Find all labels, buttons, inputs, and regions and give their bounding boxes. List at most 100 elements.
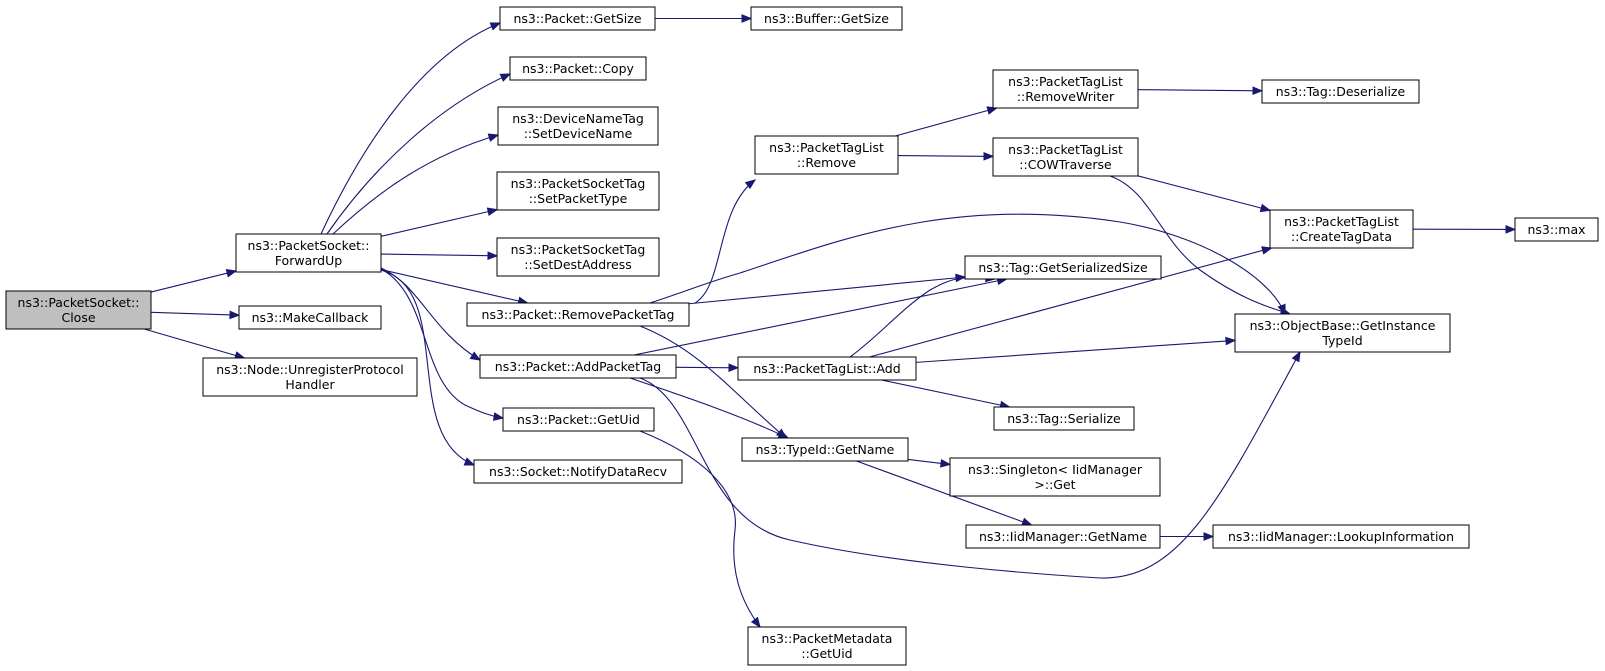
- node-setdestaddress[interactable]: ns3::PacketSocketTag::SetDestAddress: [496, 237, 660, 277]
- node-box: [202, 357, 418, 397]
- edge-forwardup-to-notifydatarecv: [380, 269, 476, 466]
- node-iidgetname[interactable]: ns3::IidManager::GetName: [965, 524, 1161, 549]
- edge-cowtraverse-to-createtagdata: [1137, 175, 1272, 213]
- node-serialize[interactable]: ns3::Tag::Serialize: [993, 406, 1135, 431]
- node-label-line: ns3::PacketTagList: [1008, 142, 1123, 157]
- edge-line: [150, 311, 240, 316]
- node-buffergetsize[interactable]: ns3::Buffer::GetSize: [750, 6, 903, 31]
- edge-forwardup-to-setdestaddress: [380, 251, 499, 260]
- node-setdevicename[interactable]: ns3::DeviceNameTag::SetDeviceName: [497, 106, 659, 146]
- node-removewriter[interactable]: ns3::PacketTagList::RemoveWriter: [992, 69, 1139, 109]
- node-box: [754, 135, 899, 175]
- node-label-line: ns3::Tag::Serialize: [1007, 411, 1121, 426]
- node-deserialize[interactable]: ns3::Tag::Deserialize: [1261, 79, 1420, 104]
- edge-line: [320, 22, 501, 235]
- node-notifydatarecv[interactable]: ns3::Socket::NotifyDataRecv: [473, 459, 683, 484]
- node-ptladd[interactable]: ns3::PacketTagList::Add: [737, 356, 917, 381]
- node-createtagdata[interactable]: ns3::PacketTagList::CreateTagData: [1269, 209, 1414, 249]
- node-label-line: ::RemoveWriter: [1017, 89, 1115, 104]
- edge-forwardup-to-setdevicename-arrowhead: [487, 133, 500, 142]
- node-typeidgetname[interactable]: ns3::TypeId::GetName: [741, 437, 909, 462]
- edge-forwardup-to-setpackettype: [380, 207, 499, 237]
- node-box: [992, 137, 1139, 177]
- edge-line: [639, 351, 1301, 579]
- node-box: [238, 305, 382, 330]
- node-singletonget[interactable]: ns3::Singleton< IidManager >::Get: [949, 457, 1161, 497]
- node-box: [741, 437, 909, 462]
- node-forwardup[interactable]: ns3::PacketSocket::ForwardUp: [235, 233, 382, 273]
- edge-removewriter-to-deserialize: [1137, 86, 1264, 96]
- node-getserializedsize[interactable]: ns3::Tag::GetSerializedSize: [964, 255, 1162, 280]
- node-copy[interactable]: ns3::Packet::Copy: [509, 56, 647, 81]
- edge-line: [326, 73, 511, 235]
- node-label-line: TypeId: [1321, 333, 1362, 348]
- node-label-line: ns3::Packet::AddPacketTag: [495, 359, 661, 374]
- edge-line: [1137, 175, 1271, 211]
- edge-close-to-forwardup: [150, 269, 238, 293]
- edge-iidgetname-to-lookupinfo-arrowhead: [1203, 532, 1215, 541]
- node-box: [1269, 209, 1414, 249]
- edge-getsize-to-buffergetsize: [655, 14, 753, 23]
- node-label-line: ::SetDeviceName: [524, 126, 633, 141]
- edge-line: [639, 430, 761, 628]
- node-metadatagetuid[interactable]: ns3::PacketMetadata::GetUid: [747, 626, 907, 666]
- edge-forwardup-to-notifydatarecv-arrowhead: [463, 457, 476, 466]
- edge-removepackettag-to-getserializedsize: [688, 273, 967, 305]
- edge-line: [380, 269, 475, 466]
- node-removepackettag[interactable]: ns3::Packet::RemovePacketTag: [466, 302, 690, 327]
- node-box: [1234, 313, 1451, 353]
- node-max[interactable]: ns3::max: [1514, 217, 1599, 242]
- edge-line: [897, 155, 994, 157]
- node-setpackettype[interactable]: ns3::PacketSocketTag::SetPacketType: [496, 171, 660, 211]
- node-label-line: ns3::Packet::Copy: [522, 61, 634, 76]
- node-cowtraverse[interactable]: ns3::PacketTagList::COWTraverse: [992, 137, 1139, 177]
- node-label-line: ns3::PacketTagList: [1284, 214, 1399, 229]
- node-label-line: ::COWTraverse: [1019, 157, 1112, 172]
- edge-line: [869, 247, 1272, 358]
- node-makecallback[interactable]: ns3::MakeCallback: [238, 305, 382, 330]
- node-label-line: ns3::ObjectBase::GetInstance: [1250, 318, 1436, 333]
- edge-forwardup-to-setdestaddress-arrowhead: [487, 251, 499, 260]
- node-box: [5, 290, 152, 330]
- node-box: [466, 302, 690, 327]
- node-label-line: ns3::Socket::NotifyDataRecv: [489, 464, 668, 479]
- node-box: [1261, 79, 1420, 104]
- node-label-line: ns3::TypeId::GetName: [756, 442, 895, 457]
- node-label-line: >::Get: [1034, 477, 1075, 492]
- node-label-line: ns3::PacketSocketTag: [511, 242, 646, 257]
- edge-addpackettag-to-getinstancetypeid-arrowhead: [1291, 350, 1301, 363]
- edge-line: [380, 253, 498, 257]
- edge-forwardup-to-setdevicename: [332, 133, 500, 235]
- edge-ptlremove-to-cowtraverse-arrowhead: [983, 151, 995, 161]
- edge-ptladd-to-createtagdata-arrowhead: [1261, 246, 1273, 255]
- node-getuid[interactable]: ns3::Packet::GetUid: [502, 407, 655, 432]
- edge-getuid-to-metadatagetuid-arrowhead: [750, 616, 761, 629]
- node-lookupinfo[interactable]: ns3::IidManager::LookupInformation: [1212, 524, 1470, 549]
- edge-line: [150, 270, 237, 293]
- node-box: [509, 56, 647, 81]
- edge-typeidgetname-to-iidgetname-arrowhead: [1021, 517, 1033, 526]
- node-ptlremove[interactable]: ns3::PacketTagList::Remove: [754, 135, 899, 175]
- edge-line: [649, 213, 1286, 315]
- edge-ptladd-to-createtagdata: [869, 246, 1273, 358]
- edge-line: [380, 268, 504, 419]
- node-label-line: ns3::Node::UnregisterProtocol: [216, 362, 404, 377]
- node-label-line: ns3::PacketSocketTag: [511, 176, 646, 191]
- edge-getuid-to-metadatagetuid: [639, 430, 761, 629]
- node-box: [479, 354, 677, 379]
- edge-ptlremove-to-removewriter-arrowhead: [986, 106, 998, 115]
- node-addpackettag[interactable]: ns3::Packet::AddPacketTag: [479, 354, 677, 379]
- edge-typeidgetname-to-singletonget-arrowhead: [940, 459, 952, 468]
- edge-ptladd-to-getinstancetypeid-arrowhead: [1225, 336, 1237, 346]
- edge-removepackettag-to-ptlremove-arrowhead: [744, 179, 757, 190]
- node-close[interactable]: ns3::PacketSocket::Close: [5, 290, 152, 330]
- node-box: [993, 406, 1135, 431]
- node-getsize[interactable]: ns3::Packet::GetSize: [499, 6, 656, 31]
- edge-close-to-makecallback-arrowhead: [229, 310, 241, 320]
- node-box: [497, 106, 659, 146]
- node-label-line: Handler: [285, 377, 335, 392]
- node-label-line: ns3::PacketTagList::Add: [753, 361, 900, 376]
- edge-line: [1109, 175, 1291, 315]
